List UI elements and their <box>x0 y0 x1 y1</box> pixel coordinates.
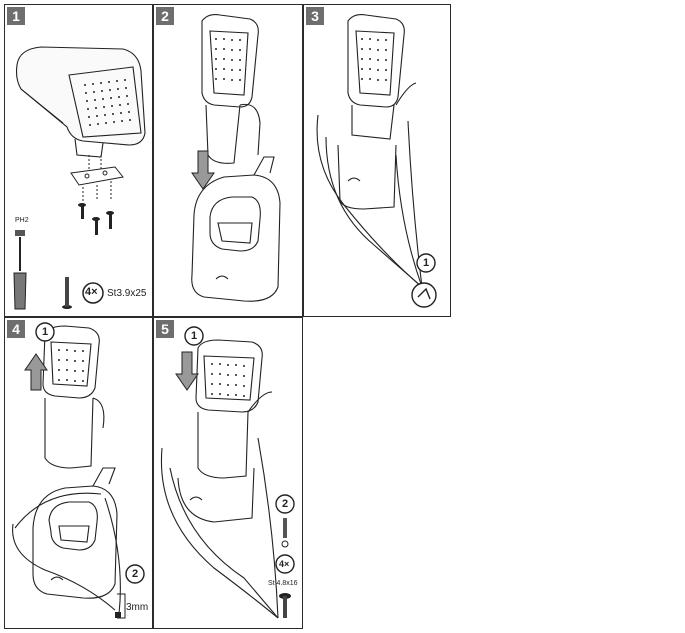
drill-size-label: 3mm <box>126 602 149 613</box>
screwdriver-tip-label: PH2 <box>15 217 29 224</box>
screwdriver-icon <box>13 230 27 310</box>
step-3-panel: 3 1 <box>303 4 451 317</box>
screw-icon <box>279 593 291 618</box>
down-arrow-icon <box>191 150 215 190</box>
callout-1: 1 <box>42 326 49 338</box>
lid-dot-pattern <box>84 79 131 126</box>
up-arrow-icon <box>24 353 48 391</box>
step-2-panel: 2 <box>153 4 303 317</box>
step-number: 3 <box>306 7 324 25</box>
step-1-panel: 1 <box>4 4 153 317</box>
screw-size-label: St 4.8x16 <box>268 580 298 587</box>
callout-2: 2 <box>282 498 289 510</box>
step-5-panel: 5 <box>153 317 303 629</box>
callout-1: 1 <box>191 330 198 342</box>
step-4-panel: 4 <box>4 317 153 629</box>
drill-icon <box>115 593 126 619</box>
armrest-insert-illustration <box>191 14 281 302</box>
quantity-label: 4× <box>85 286 98 298</box>
screw-icon <box>281 518 289 548</box>
step-number: 1 <box>7 7 25 25</box>
armrest-exploded-illustration <box>13 46 146 310</box>
screw-icon <box>62 277 72 309</box>
callout-1: 1 <box>423 257 430 269</box>
screws <box>78 203 114 235</box>
step-number: 2 <box>156 7 174 25</box>
down-arrow-icon <box>175 351 199 391</box>
clip-detail-icon <box>411 282 437 308</box>
callout-2: 2 <box>132 568 139 580</box>
armrest-fitted-illustration <box>316 14 437 308</box>
armrest-secure-illustration <box>160 326 295 619</box>
step-number: 4 <box>7 320 25 338</box>
step-number: 5 <box>156 320 174 338</box>
screw-size-label: St3.9x25 <box>107 288 147 299</box>
quantity-label: 4× <box>279 559 290 569</box>
armrest-lift-illustration <box>12 322 145 619</box>
